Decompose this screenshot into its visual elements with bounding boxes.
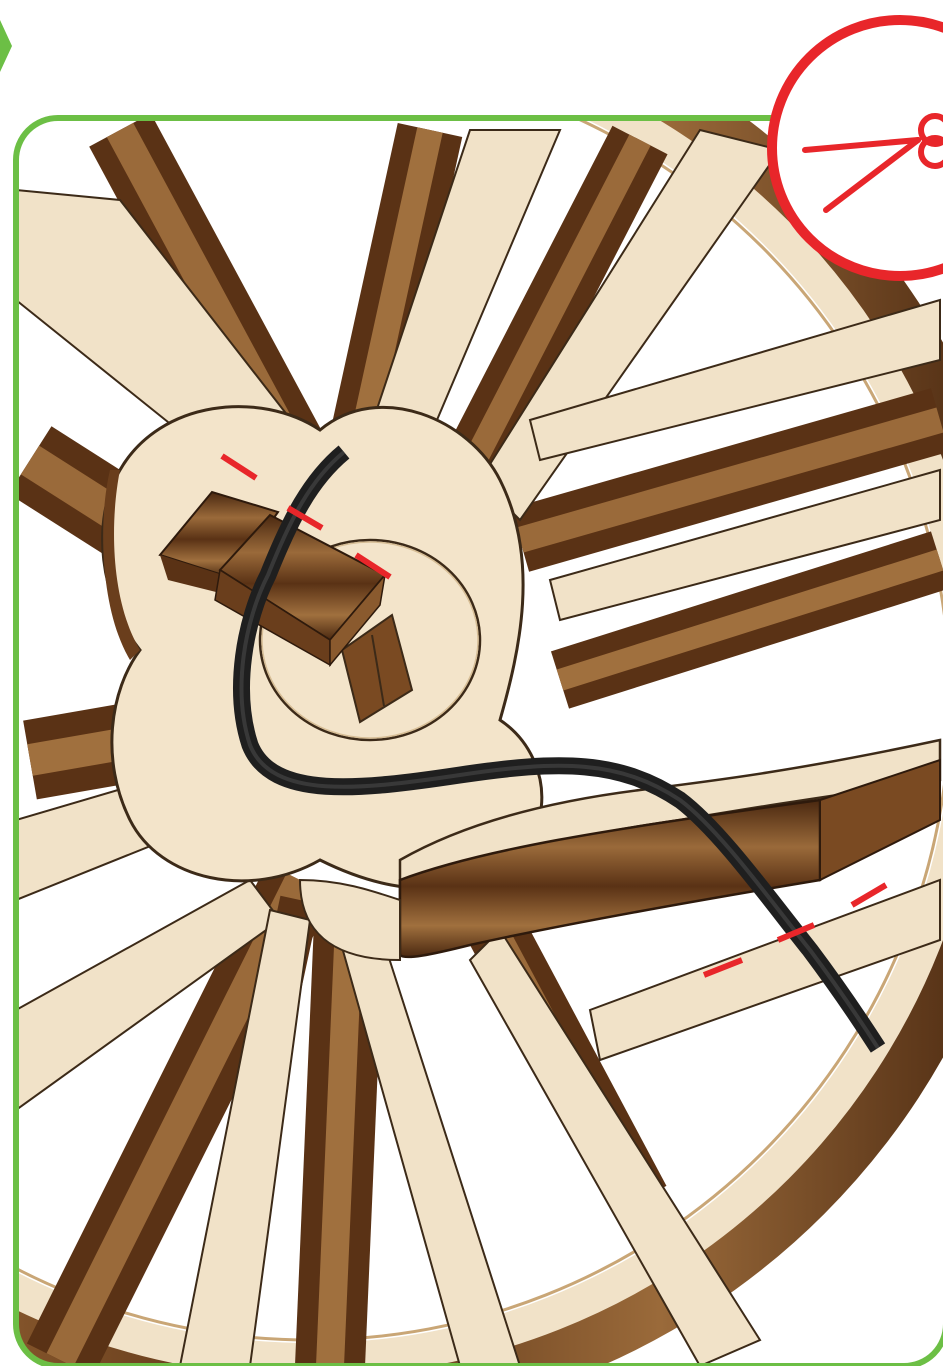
step-arrow-icon [0, 20, 12, 72]
